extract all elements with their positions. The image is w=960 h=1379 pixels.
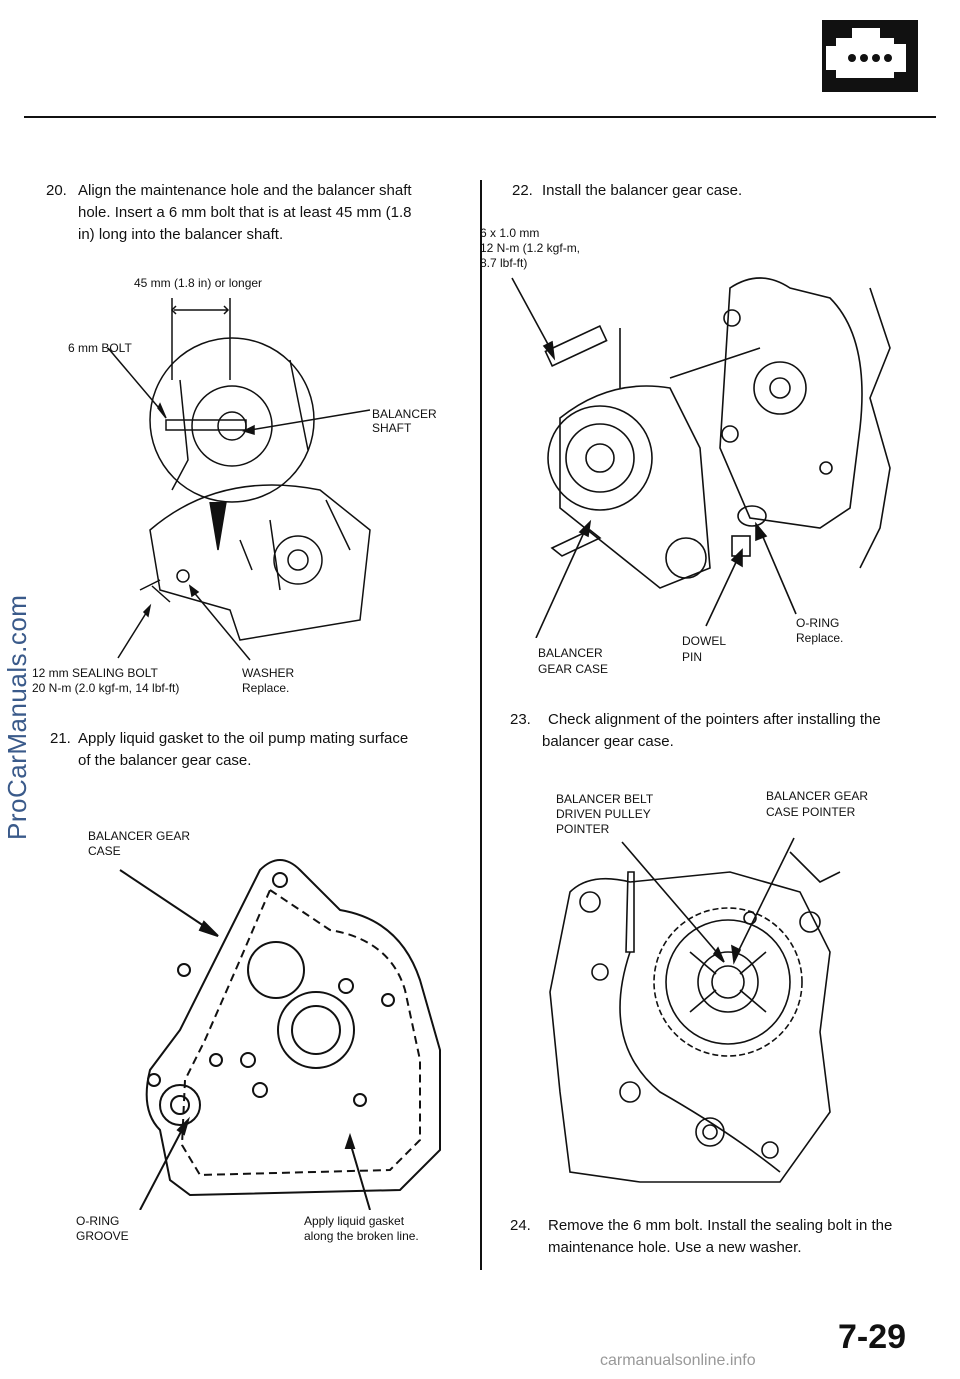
step-21-line-2: of the balancer gear case. — [78, 752, 252, 769]
figure-pointer-alignment — [549, 837, 841, 1183]
step-23-line-1: Check alignment of the pointers after in… — [548, 711, 881, 728]
page-number: 7-29 — [838, 1318, 907, 1356]
label-belt-pointer-2: DRIVEN PULLEY — [556, 807, 651, 821]
step-20-line-1: Align the maintenance hole and the balan… — [78, 182, 412, 199]
label-case-pointer-1: BALANCER GEAR — [766, 789, 869, 803]
label-washer-2: Replace. — [242, 681, 290, 695]
step-21-line-1: Apply liquid gasket to the oil pump mati… — [78, 730, 409, 747]
step-24-number: 24. — [510, 1217, 531, 1234]
figure-gear-case-install — [511, 277, 891, 638]
label-oring-groove-1: O-RING — [76, 1214, 120, 1228]
step-22-number: 22. — [512, 182, 533, 199]
label-oring-1: O-RING — [796, 616, 840, 630]
label-gear-case-1: BALANCER GEAR — [88, 829, 191, 843]
label-balancer-shaft-2: SHAFT — [372, 421, 412, 435]
label-torque-spec-3: 8.7 lbf-ft) — [480, 256, 528, 270]
step-21-number: 21. — [50, 730, 71, 747]
engine-block-icon — [822, 20, 918, 92]
step-20-line-3: in) long into the balancer shaft. — [78, 226, 284, 243]
label-dowel-pin-1: DOWEL — [682, 634, 727, 648]
step-23-line-2: balancer gear case. — [542, 733, 674, 750]
label-case-pointer-2: CASE POINTER — [766, 805, 856, 819]
footer-watermark: carmanualsonline.info — [600, 1352, 756, 1369]
step-22-text: Install the balancer gear case. — [542, 182, 743, 199]
figure-bolt-insertion — [107, 298, 371, 661]
step-20-line-2: hole. Insert a 6 mm bolt that is at leas… — [78, 204, 412, 221]
label-belt-pointer-1: BALANCER BELT — [556, 792, 654, 806]
label-6mm-bolt: 6 mm BOLT — [68, 341, 132, 355]
label-torque-spec-1: 6 x 1.0 mm — [480, 226, 540, 240]
label-oring-groove-2: GROOVE — [76, 1229, 129, 1243]
label-sealing-bolt-1: 12 mm SEALING BOLT — [32, 666, 158, 680]
step-24-line-1: Remove the 6 mm bolt. Install the sealin… — [548, 1217, 893, 1234]
label-belt-pointer-3: POINTER — [556, 822, 610, 836]
label-apply-gasket-1: Apply liquid gasket — [304, 1214, 405, 1228]
label-torque-spec-2: 12 N-m (1.2 kgf-m, — [480, 241, 581, 255]
label-balancer-gear-case-1: BALANCER — [538, 646, 603, 660]
label-oring-2: Replace. — [796, 631, 844, 645]
step-24-line-2: maintenance hole. Use a new washer. — [548, 1239, 802, 1256]
step-23-number: 23. — [510, 711, 531, 728]
label-apply-gasket-2: along the broken line. — [304, 1229, 419, 1243]
label-balancer-shaft-1: BALANCER — [372, 407, 437, 421]
label-balancer-gear-case-2: GEAR CASE — [538, 662, 609, 676]
label-gear-case-2: CASE — [88, 844, 121, 858]
label-washer-1: WASHER — [242, 666, 295, 680]
label-dowel-pin-2: PIN — [682, 650, 703, 664]
label-bolt-length: 45 mm (1.8 in) or longer — [134, 276, 263, 290]
header-rule — [24, 116, 936, 118]
step-20-number: 20. — [46, 182, 67, 199]
watermark: ProCarManuals.com — [2, 594, 32, 840]
figure-gear-case-gasket — [119, 859, 441, 1210]
label-sealing-bolt-2: 20 N-m (2.0 kgf-m, 14 lbf-ft) — [32, 681, 180, 695]
column-divider — [480, 180, 482, 1270]
